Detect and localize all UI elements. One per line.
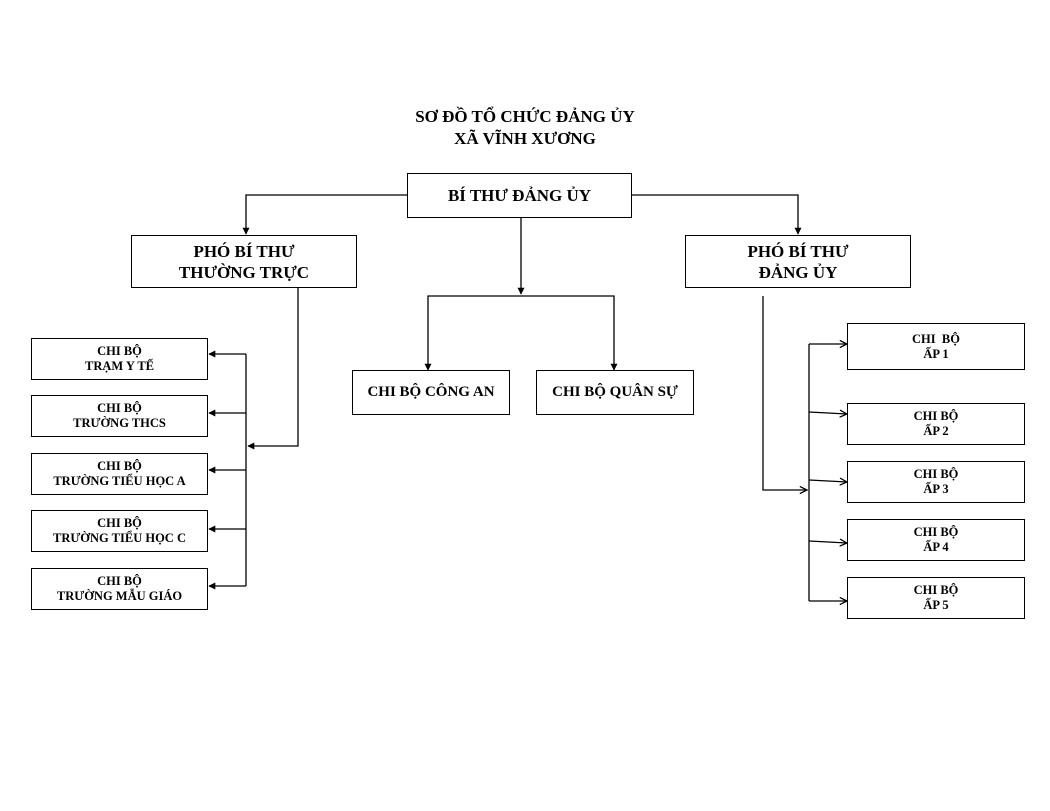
node-left-branch-3: CHI BỘ TRƯỜNG TIỂU HỌC A [31,453,208,495]
node-deputy-standing-line-1: PHÓ BÍ THƯ [193,241,295,261]
node-right-branch-4-line-2: ẤP 4 [923,540,949,554]
node-deputy-standing: PHÓ BÍ THƯ THƯỜNG TRỰC [131,235,357,288]
connector-right-branch-4 [808,541,847,543]
node-left-branch-2-line-1: CHI BỘ [97,401,142,415]
node-right-branch-5-line-1: CHI BỘ [913,583,959,597]
connector-center-right [521,295,618,371]
node-military-branch: CHI BỘ QUÂN SỰ [536,370,694,415]
connector-right-branch-2 [808,412,847,414]
node-left-branch-1: CHI BỘ TRẠM Y TẾ [31,338,208,380]
connector-center-left [424,295,521,371]
node-left-branch-3-line-2: TRƯỜNG TIỂU HỌC A [53,474,186,488]
node-right-branch-3: CHI BỘ ẤP 3 [847,461,1025,503]
node-left-branch-1-line-2: TRẠM Y TẾ [85,359,154,373]
node-right-branch-5: CHI BỘ ẤP 5 [847,577,1025,619]
node-left-branch-3-line-1: CHI BỘ [97,459,142,473]
connector-right-branch-3 [808,480,847,482]
node-right-branch-2: CHI BỘ ẤP 2 [847,403,1025,445]
node-right-branch-3-line-2: ẤP 3 [923,482,949,496]
node-deputy: PHÓ BÍ THƯ ĐẢNG ỦY [685,235,911,288]
connector-top-to-deputy [632,194,802,235]
node-deputy-line-1: PHÓ BÍ THƯ [747,241,849,261]
node-left-branch-4-line-2: TRƯỜNG TIỂU HỌC C [52,531,186,545]
node-left-branch-1-line-1: CHI BỘ [97,344,142,358]
node-right-branch-5-line-2: ẤP 5 [923,598,949,612]
node-left-branch-4-line-1: CHI BỘ [97,516,142,530]
connector-top-to-deputy-standing [242,194,407,235]
node-deputy-line-2: ĐẢNG ỦY [758,262,838,282]
node-right-branch-4-line-1: CHI BỘ [913,525,959,539]
node-police-branch: CHI BỘ CÔNG AN [352,370,510,415]
node-left-branch-4: CHI BỘ TRƯỜNG TIỂU HỌC C [31,510,208,552]
node-police-branch-label: CHI BỘ CÔNG AN [367,384,495,400]
node-right-branch-1-line-1: CHI BỘ [912,331,960,346]
node-right-branch-4: CHI BỘ ẤP 4 [847,519,1025,561]
node-right-branch-3-line-1: CHI BỘ [913,467,959,481]
node-party-secretary: BÍ THƯ ĐẢNG ỦY [407,173,632,218]
node-right-branch-1-line-2: ẤP 1 [923,346,949,361]
chart-title-line-1: SƠ ĐỒ TỔ CHỨC ĐẢNG ỦY [415,107,635,126]
node-right-branch-2-line-1: CHI BỘ [913,409,959,423]
node-party-secretary-label: BÍ THƯ ĐẢNG ỦY [447,186,592,205]
node-left-branch-5-line-2: TRƯỜNG MẪU GIÁO [56,589,183,603]
node-military-branch-label: CHI BỘ QUÂN SỰ [552,384,678,400]
node-right-branch-1: CHI BỘ ẤP 1 [847,323,1025,370]
node-left-branch-2: CHI BỘ TRƯỜNG THCS [31,395,208,437]
node-deputy-standing-line-2: THƯỜNG TRỰC [178,262,310,282]
chart-title-line-2: XÃ VĨNH XƯƠNG [454,129,596,148]
node-left-branch-5-line-1: CHI BỘ [97,574,142,588]
node-left-branch-2-line-2: TRƯỜNG THCS [73,416,166,430]
node-left-branch-5: CHI BỘ TRƯỜNG MẪU GIÁO [31,568,208,610]
node-right-branch-2-line-2: ẤP 2 [923,424,949,438]
connector-deputy-down [762,296,807,490]
connector-deputy-standing-down [247,288,299,450]
